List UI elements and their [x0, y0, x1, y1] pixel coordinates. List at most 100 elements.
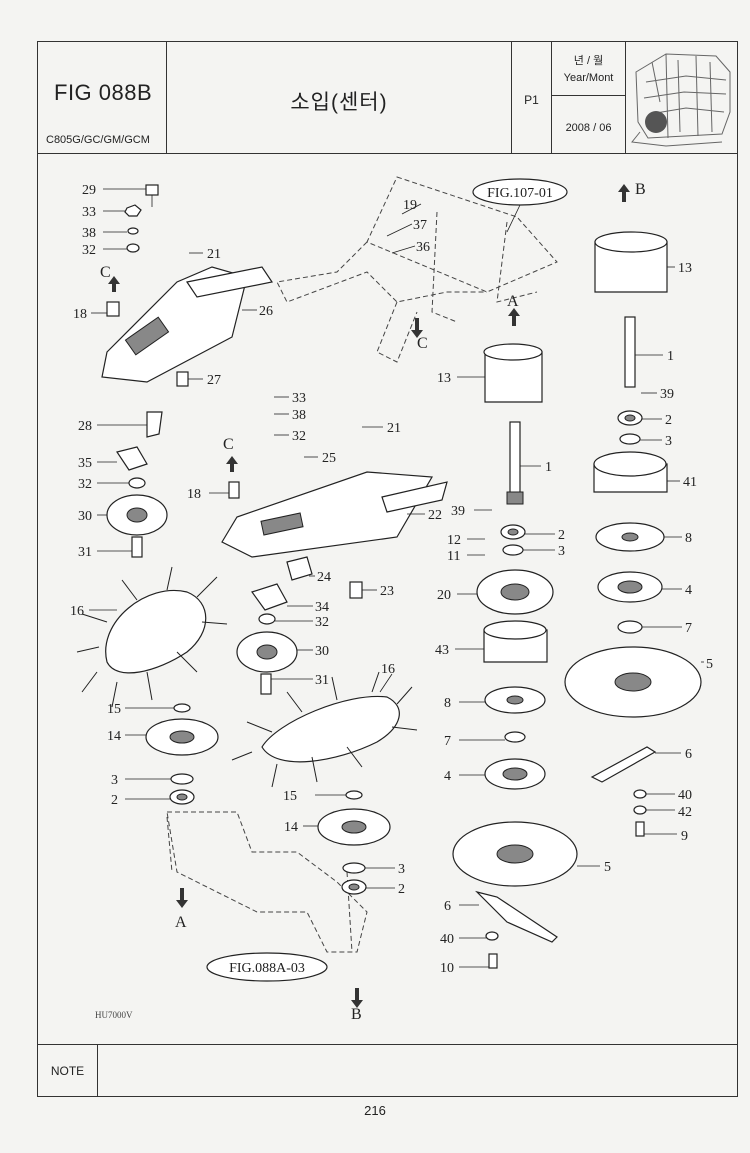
year-month-en: Year/Mont [563, 72, 614, 84]
label-4-center: 4 [444, 769, 451, 784]
label-22: 22 [428, 508, 442, 523]
label-8-center: 8 [444, 696, 451, 711]
label-14-center: 14 [284, 820, 298, 835]
label-18: 18 [73, 307, 87, 322]
label-32: 32 [82, 243, 96, 258]
date-cell: 년 / 월 Year/Mont 2008 / 06 [552, 42, 626, 153]
label-28: 28 [78, 419, 92, 434]
label-2-right: 2 [665, 413, 672, 428]
label-10: 10 [440, 961, 454, 976]
label-13-center: 13 [437, 371, 451, 386]
left-hardware-stack [124, 184, 159, 253]
center-star-wheel-16 [231, 671, 418, 788]
label-33: 33 [82, 205, 96, 220]
label-40-right: 40 [678, 788, 692, 803]
fig-id: FIG 088B [54, 80, 153, 105]
label-43: 43 [435, 643, 449, 658]
note-row: NOTE [38, 1044, 737, 1097]
part-labels: 29 33 38 32 21 18 26 27 28 35 32 30 31 1… [70, 183, 713, 976]
label-7-right: 7 [685, 621, 692, 636]
fig088a-callout [206, 952, 328, 982]
label-4-right: 4 [685, 583, 692, 598]
label-39-center: 39 [451, 504, 465, 519]
label-5-right: 5 [706, 657, 713, 672]
label-11: 11 [447, 549, 460, 564]
label-3-center: 3 [398, 862, 405, 877]
label-32b: 32 [78, 477, 92, 492]
label-8-right: 8 [685, 531, 692, 546]
note-label: NOTE [38, 1045, 98, 1097]
label-41: 41 [683, 475, 697, 490]
label-20: 20 [437, 588, 451, 603]
label-21-center: 21 [387, 421, 401, 436]
label-15-left: 15 [107, 702, 121, 717]
arrow-a-top: A [507, 293, 519, 310]
label-30: 30 [78, 509, 92, 524]
label-39-right: 39 [660, 387, 674, 402]
label-32-center: 32 [292, 429, 306, 444]
label-24: 24 [317, 570, 331, 585]
page-code: P1 [524, 93, 539, 107]
label-9: 9 [681, 829, 688, 844]
page-title: 소입(센터) [290, 91, 388, 114]
label-31-center: 31 [315, 673, 329, 688]
label-31: 31 [78, 545, 92, 560]
label-38: 38 [82, 226, 96, 241]
combine-harvester-icon [631, 53, 731, 147]
exploded-parts-diagram: FIG.107-01 FIG.088A-03 [70, 176, 713, 1022]
year-month-kr: 년 / 월 [573, 55, 604, 67]
sprocket-20 [476, 569, 554, 615]
sprocket-5-lower [452, 821, 578, 887]
arrow-b-top: B [635, 181, 646, 198]
label-38-center: 38 [292, 408, 306, 423]
label-3-left: 3 [111, 773, 118, 788]
ref-fig107: FIG.107-01 [487, 186, 553, 201]
label-32-center-b: 32 [315, 615, 329, 630]
label-34: 34 [315, 600, 329, 615]
highlight-marker [645, 111, 667, 133]
label-19: 19 [403, 198, 417, 213]
page-cell: P1 [512, 42, 552, 153]
label-18-center: 18 [187, 487, 201, 502]
label-33-center: 33 [292, 391, 306, 406]
label-2-left: 2 [111, 793, 118, 808]
left-star-wheel-16 [76, 566, 228, 708]
label-40-center: 40 [440, 932, 454, 947]
title-cell: 소입(센터) [167, 42, 512, 153]
label-13-right: 13 [678, 261, 692, 276]
page-number: 216 [364, 1103, 386, 1118]
label-37: 37 [413, 218, 427, 233]
upper-frame-assembly [276, 176, 558, 363]
model-list: C805G/GC/GM/GCM [46, 134, 150, 146]
center-bracket-22 [221, 471, 448, 558]
arrow-c-left: C [100, 264, 111, 281]
parts-sheet: FIG 088B C805G/GC/GM/GCM 소입(센터) P1 년 / 월… [37, 41, 738, 1097]
left-bracket-26 [101, 266, 273, 383]
label-29: 29 [82, 183, 96, 198]
label-16-left: 16 [70, 604, 84, 619]
issue-date: 2008 / 06 [565, 122, 612, 134]
arrow-c-center: C [223, 436, 234, 453]
label-27: 27 [207, 373, 221, 388]
label-23: 23 [380, 584, 394, 599]
direction-arrows [108, 184, 630, 1008]
fig-id-cell: FIG 088B C805G/GC/GM/GCM [38, 42, 167, 153]
label-12: 12 [447, 533, 461, 548]
label-7-center: 7 [444, 734, 451, 749]
year-month-header: 년 / 월 Year/Mont [552, 42, 625, 96]
label-1-center: 1 [545, 460, 552, 475]
sprocket-5-upper [564, 646, 702, 718]
label-21: 21 [207, 247, 221, 262]
label-15-center: 15 [283, 789, 297, 804]
label-36: 36 [416, 240, 430, 255]
arrow-b-bottom: B [351, 1006, 362, 1022]
label-26: 26 [259, 304, 273, 319]
label-25: 25 [322, 451, 336, 466]
label-6-center: 6 [444, 899, 451, 914]
label-3-right: 3 [665, 434, 672, 449]
arrow-a-bottom: A [175, 914, 187, 931]
drawing-code: HU7000V [95, 1010, 133, 1020]
arrow-c-top: C [417, 335, 428, 352]
label-16-center: 16 [381, 662, 395, 677]
label-2-center: 2 [398, 882, 405, 897]
